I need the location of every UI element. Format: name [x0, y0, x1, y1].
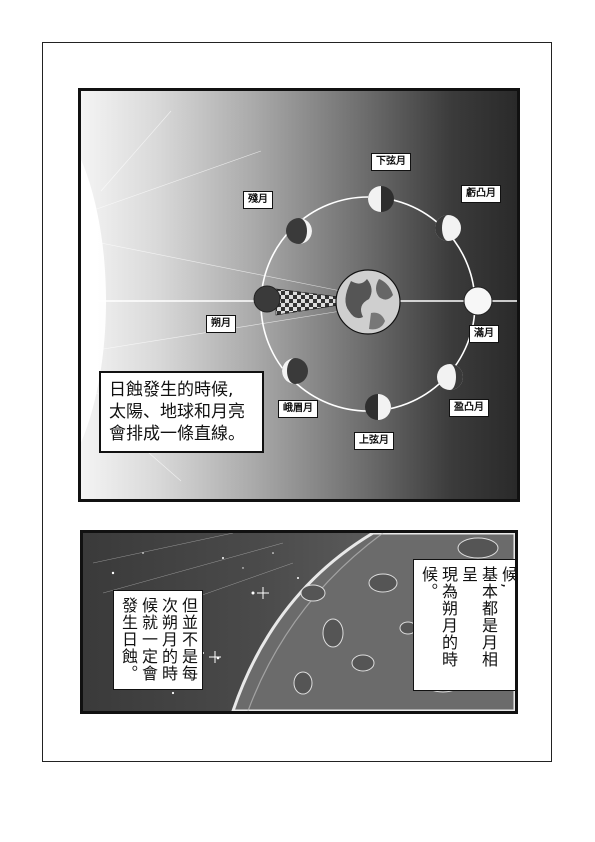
moon-waxing-gibbous	[437, 364, 463, 390]
caption-line: 日蝕發生的時候,	[109, 380, 234, 400]
moon-waxing-crescent	[282, 358, 308, 384]
moon-waning-gibbous	[435, 215, 461, 241]
caption-not-every-new-moon: 但並不是每 次朔月的時 候就一定會 發生日蝕。	[113, 590, 203, 690]
moon-phase-diagram	[81, 110, 517, 482]
moon-waning-crescent	[286, 218, 312, 244]
caption-column: 現為朔月的時候。	[419, 566, 458, 668]
label-first-quarter: 上弦月	[354, 432, 394, 450]
caption-column: 基本都是月相呈	[459, 566, 498, 668]
moon-full	[463, 286, 493, 316]
label-waning-gibbous: 虧凸月	[461, 185, 501, 203]
caption-eclipse-alignment: 日蝕發生的時候, 太陽、地球和月亮 會排成一條直線。	[99, 371, 264, 453]
panel-moon-surface: 日蝕發生的時候, 基本都是月相呈 現為朔月的時候。 但並不是每 次朔月的時 候就…	[80, 530, 518, 714]
label-waxing-gibbous: 盈凸月	[449, 399, 489, 417]
sparkles	[209, 587, 269, 663]
earth	[335, 269, 401, 335]
caption-line: 會排成一條直線。	[109, 424, 245, 444]
label-waxing-crescent: 峨眉月	[278, 400, 318, 418]
label-new-moon: 朔月	[206, 315, 236, 333]
caption-column: 但並不是每	[179, 597, 198, 682]
moon-new	[253, 285, 281, 313]
shadow-cone	[275, 288, 340, 316]
caption-line: 太陽、地球和月亮	[109, 402, 245, 422]
moon-first-quarter	[365, 394, 391, 420]
label-last-quarter: 下弦月	[371, 153, 411, 171]
moon-last-quarter	[368, 186, 394, 212]
label-full-moon: 滿月	[469, 325, 499, 343]
panel-moon-phases: 殘月 下弦月 虧凸月 朔月 滿月 峨眉月 盈凸月 上弦月 日蝕發生的時候, 太陽…	[78, 88, 520, 502]
label-waning-crescent: 殘月	[243, 191, 273, 209]
caption-column: 次朔月的時	[159, 597, 178, 682]
caption-column: 發生日蝕。	[119, 597, 138, 682]
caption-column: 候就一定會	[139, 597, 158, 682]
caption-column: 日蝕發生的時候,	[499, 566, 518, 590]
caption-eclipse-new-moon: 日蝕發生的時候, 基本都是月相呈 現為朔月的時候。	[413, 559, 518, 691]
